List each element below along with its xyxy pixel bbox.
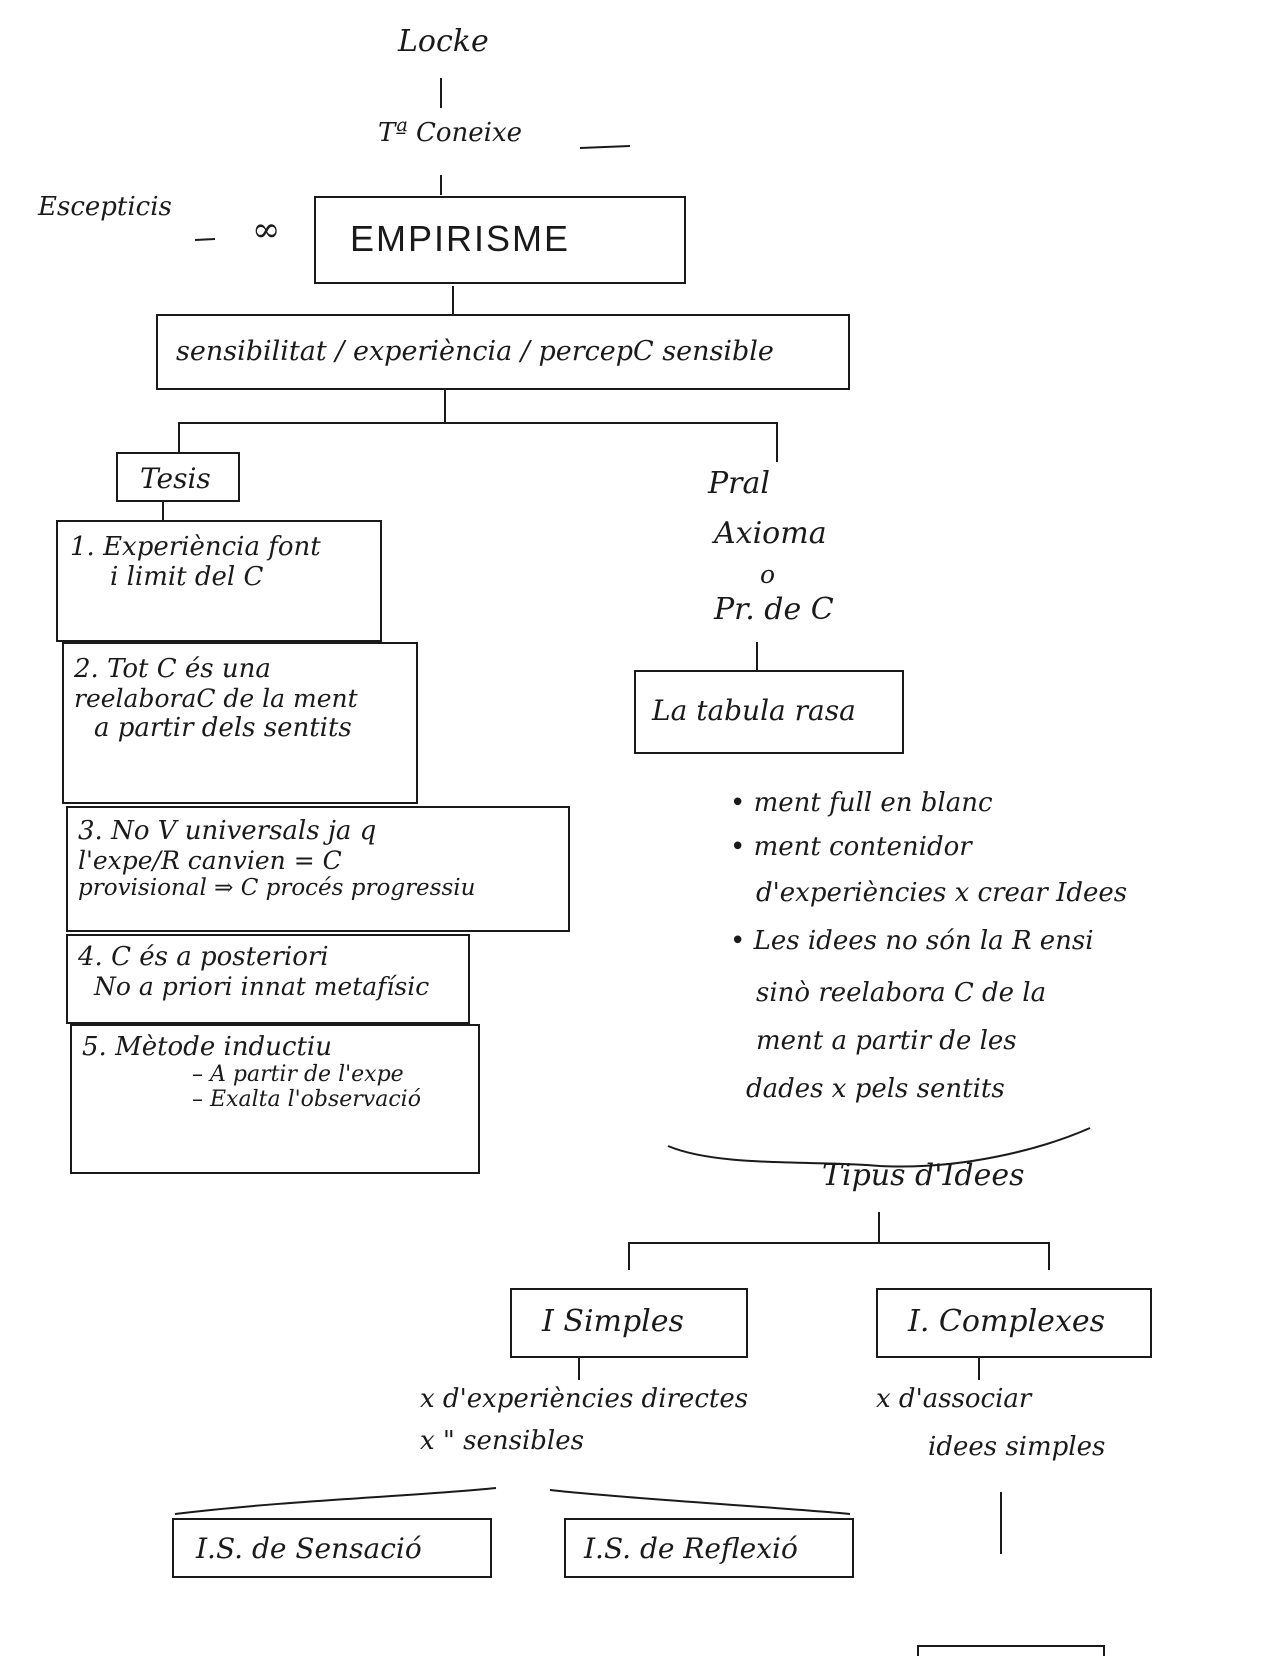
bullet-1-line-1: • ment full en blanc <box>730 788 993 818</box>
thesis-item-2-line-2: reelaboraC de la ment <box>74 684 358 713</box>
bullet-3-line-4: dades x pels sentits <box>746 1074 1005 1104</box>
types-title: Tipus d'Idees <box>822 1158 1025 1193</box>
simple-children-right-stroke <box>549 1489 851 1515</box>
tabula-rasa-label: La tabula rasa <box>652 694 856 727</box>
thesis-item-2-line-1: 2. Tot C és una <box>74 654 271 684</box>
thesis-item-1-line-2: i limit del C <box>110 562 264 592</box>
principle-line-2: Axioma <box>714 516 827 551</box>
bullet-3-line-2: sinò reelabora C de la <box>756 978 1047 1008</box>
sensation-ideas-label: I.S. de Sensació <box>196 1532 422 1565</box>
author-label: Locke <box>398 24 489 59</box>
connector-types-horizontal <box>628 1242 1050 1244</box>
connector-split-right <box>776 422 778 462</box>
thesis-item-5: 5. Mètode inductiu – A partir de l'expe … <box>70 1024 480 1174</box>
thesis-item-3-line-3: provisional ⇒ C procés progressiu <box>78 875 476 901</box>
thesis-item-5-line-1: 5. Mètode inductiu <box>82 1032 332 1062</box>
simple-children-left-stroke <box>174 1487 497 1515</box>
connector-types-left <box>628 1242 630 1270</box>
connector-complex-desc <box>978 1358 980 1380</box>
thesis-item-3-line-2: l'expe/R canvien = C <box>78 846 342 875</box>
complex-ideas-label: I. Complexes <box>908 1304 1106 1339</box>
tabula-rasa-box: La tabula rasa <box>634 670 904 754</box>
skeptics-underline <box>194 238 216 241</box>
complex-desc-line-2: idees simples <box>928 1432 1106 1462</box>
connector-theory-empirisme <box>440 175 442 195</box>
connector-split-left <box>178 422 180 452</box>
connector-locke-theory <box>440 78 442 108</box>
tesis-box: Tesis <box>116 452 240 502</box>
basis-box: sensibilitat / experiència / percepC sen… <box>156 314 850 390</box>
empirisme-label: EMPIRISME <box>350 218 571 259</box>
thesis-item-2-line-3: a partir dels sentits <box>94 713 352 743</box>
reflection-ideas-label: I.S. de Reflexió <box>584 1532 798 1565</box>
thesis-item-1-line-1: 1. Experiència font <box>70 532 321 562</box>
thesis-item-3-line-1: 3. No V universals ja q <box>78 816 377 846</box>
empirisme-box: EMPIRISME <box>314 196 686 284</box>
skeptics-label: Escepticis <box>38 192 172 222</box>
theory-label: Tª Coneixe <box>378 118 523 148</box>
bullet-2-line-1: • ment contenidor <box>730 832 972 862</box>
connector-tesis-items <box>162 502 164 522</box>
thesis-item-5-sub-1: – A partir de l'expe <box>192 1062 404 1087</box>
connector-simple-desc <box>578 1358 580 1380</box>
basis-label: sensibilitat / experiència / percepC sen… <box>176 336 774 367</box>
infinity-icon: ∞ <box>252 210 281 250</box>
connector-basis-split <box>444 388 446 424</box>
simple-ideas-box: I Simples <box>510 1288 748 1358</box>
thesis-item-4: 4. C és a posteriori No a priori innat m… <box>66 934 470 1024</box>
thesis-item-3: 3. No V universals ja q l'expe/R canvien… <box>66 806 570 932</box>
connector-types-right <box>1048 1242 1050 1270</box>
thesis-item-4-line-1: 4. C és a posteriori <box>78 942 329 972</box>
complex-child-box-top <box>917 1645 1105 1656</box>
thesis-item-4-line-2: No a priori innat metafísic <box>94 972 430 1001</box>
simple-ideas-label: I Simples <box>542 1304 684 1339</box>
thesis-item-5-sub-2: – Exalta l'observació <box>192 1087 421 1112</box>
bullet-3-line-3: ment a partir de les <box>756 1026 1017 1056</box>
principle-line-4: Pr. de C <box>714 592 834 627</box>
complex-ideas-box: I. Complexes <box>876 1288 1152 1358</box>
complex-desc-line-1: x d'associar <box>876 1384 1032 1414</box>
bullet-2-line-2: d'experiències x crear Idees <box>756 878 1128 908</box>
connector-complex-child <box>1000 1492 1002 1554</box>
simple-desc-line-1: x d'experiències directes <box>420 1384 749 1414</box>
connector-principle-box <box>756 642 758 670</box>
bullet-3-line-1: • Les idees no són la R ensi <box>730 926 1094 956</box>
sensation-ideas-box: I.S. de Sensació <box>172 1518 492 1578</box>
thesis-item-2: 2. Tot C és una reelaboraC de la ment a … <box>62 642 418 804</box>
principle-line-3: o <box>760 560 776 589</box>
connector-empirisme-basis <box>452 286 454 314</box>
tesis-label: Tesis <box>140 462 211 495</box>
thesis-item-1: 1. Experiència font i limit del C <box>56 520 382 642</box>
reflection-ideas-box: I.S. de Reflexió <box>564 1518 854 1578</box>
bullets-brace <box>667 1127 1091 1168</box>
theory-underline <box>579 145 631 149</box>
principle-line-1: Pral <box>708 466 771 501</box>
simple-desc-line-2: x " sensibles <box>420 1426 584 1456</box>
connector-split-horizontal <box>178 422 778 424</box>
connector-types-split <box>878 1212 880 1244</box>
